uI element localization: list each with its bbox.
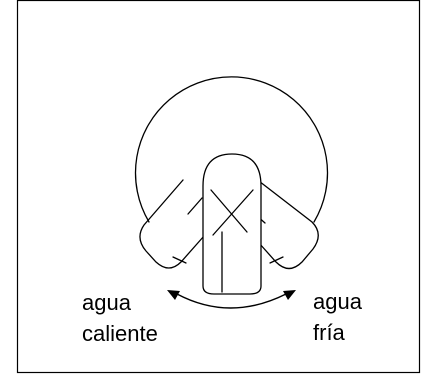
base-circle [134,76,329,223]
cold-water-label-line1: agua [313,289,362,314]
base-circle-segment-right [269,256,284,264]
cold-water-label-line2: fría [313,320,345,345]
hot-water-label-line2: caliente [82,321,158,346]
hot-position-handle [139,179,205,269]
rotation-arrow-icon [167,290,296,309]
cold-water-label: agua fría [313,286,362,348]
hot-water-label-line1: agua [82,290,131,315]
mixer-icon [134,76,329,309]
base-circle-segment-left [172,256,187,264]
center-handle [202,153,262,295]
frame-border [16,0,421,374]
hot-water-label: agua caliente [82,287,158,349]
